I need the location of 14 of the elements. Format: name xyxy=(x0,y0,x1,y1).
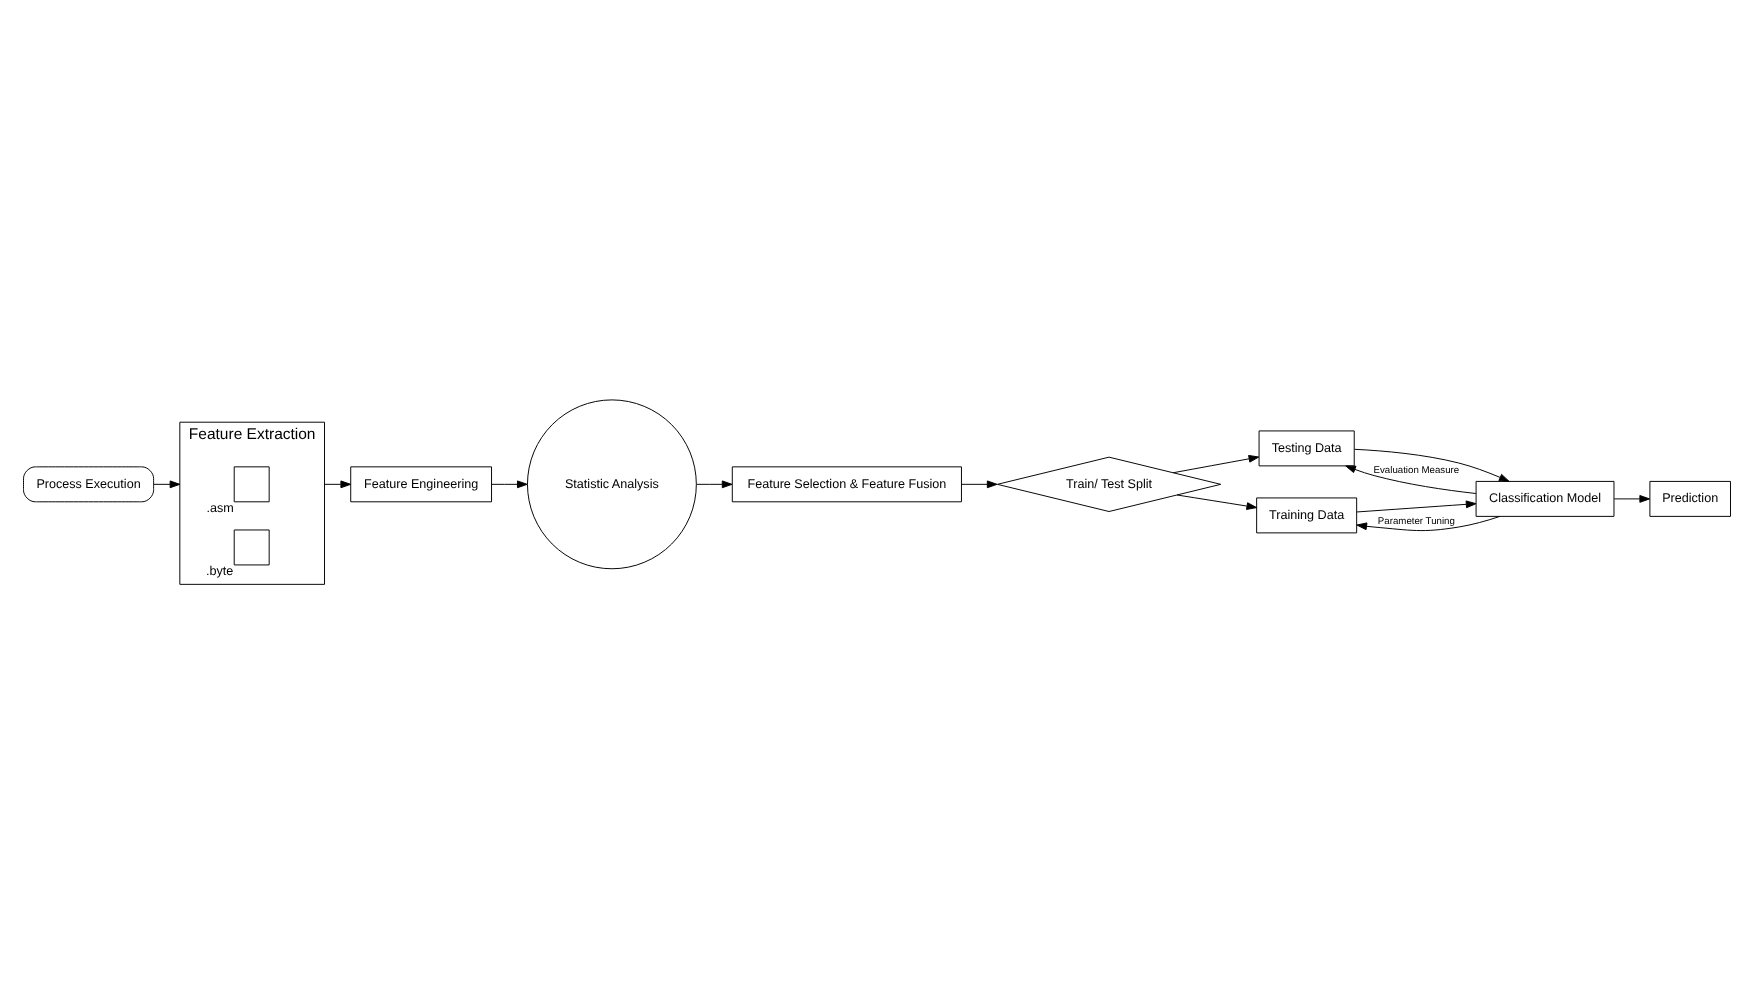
arrow xyxy=(324,480,352,489)
arrow xyxy=(1613,495,1651,503)
node-box xyxy=(233,529,270,566)
arrow xyxy=(1172,454,1260,474)
arrow xyxy=(1356,500,1477,513)
node-box xyxy=(233,466,270,503)
arrow xyxy=(1345,465,1477,494)
arrow xyxy=(1176,494,1258,510)
arrow xyxy=(696,480,733,489)
arrow xyxy=(1356,515,1501,532)
arrow xyxy=(491,480,528,489)
arrow xyxy=(1354,448,1510,482)
arrow xyxy=(961,480,998,489)
arrow xyxy=(153,480,181,489)
